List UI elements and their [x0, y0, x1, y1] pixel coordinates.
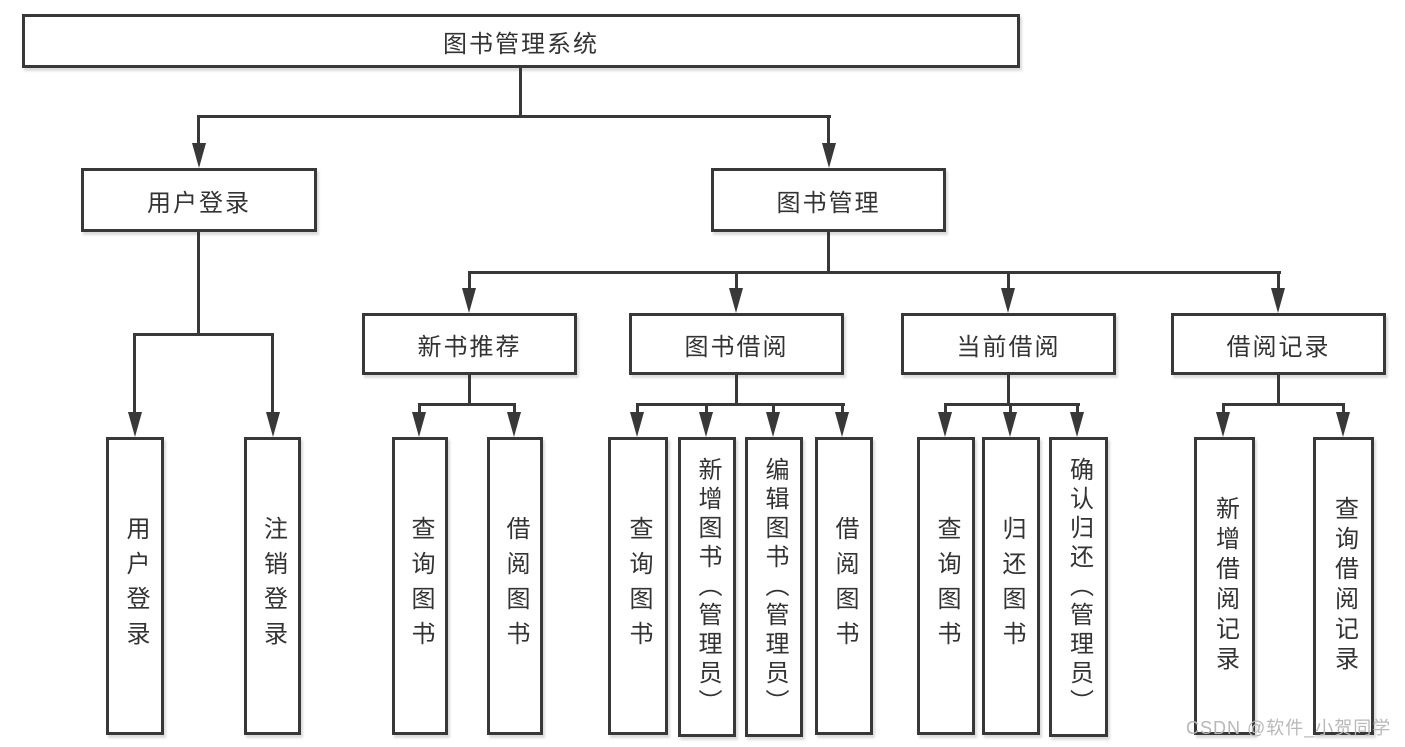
- connector-line: [513, 403, 516, 415]
- node-book-borrow: 图书借阅: [629, 313, 844, 375]
- connector-line: [944, 403, 947, 415]
- node-leaf-return-book: 归还图书: [982, 437, 1040, 735]
- arrow-down-icon: [766, 412, 780, 437]
- arrow-down-icon: [729, 288, 743, 313]
- node-current-borrow-label: 当前借阅: [956, 333, 1061, 361]
- node-borrow-records-label: 借阅记录: [1226, 333, 1331, 361]
- node-root: 图书管理系统: [22, 14, 1020, 68]
- connector-line: [468, 271, 1281, 274]
- node-leaf-add-record: 新增借阅记录: [1194, 437, 1255, 735]
- connector-line: [468, 375, 471, 405]
- node-current-borrow: 当前借阅: [901, 313, 1116, 375]
- node-user-login-label: 用户登录: [147, 189, 251, 217]
- watermark-text: CSDN @软件_小贺同学: [1186, 718, 1392, 738]
- connector-line: [418, 403, 421, 415]
- node-leaf-query-record: 查询借阅记录: [1313, 437, 1374, 735]
- arrow-down-icon: [938, 412, 952, 437]
- connector-line: [735, 271, 738, 291]
- connector-line: [827, 232, 830, 274]
- node-borrow-records: 借阅记录: [1171, 313, 1386, 375]
- node-book-borrow-label: 图书借阅: [684, 333, 789, 361]
- connector-line: [271, 333, 274, 412]
- connector-line: [197, 115, 200, 145]
- connector-line: [1007, 271, 1010, 291]
- node-root-label: 图书管理系统: [443, 30, 599, 58]
- arrow-down-icon: [1001, 288, 1015, 313]
- connector-line: [841, 403, 844, 415]
- connector-line: [1342, 403, 1345, 415]
- connector-line: [1009, 403, 1012, 415]
- connector-line: [636, 403, 639, 415]
- node-new-book-rec: 新书推荐: [362, 313, 577, 375]
- node-leaf-user-login: 用户登录: [106, 437, 164, 735]
- node-leaf-confirm-return: 确认归还（管理员）: [1049, 437, 1108, 737]
- connector-line: [1222, 403, 1345, 406]
- connector-line: [197, 232, 200, 336]
- arrow-down-icon: [699, 412, 713, 437]
- arrow-down-icon: [412, 412, 426, 437]
- arrow-down-icon: [1003, 412, 1017, 437]
- connector-line: [468, 271, 471, 291]
- connector-line: [772, 403, 775, 415]
- arrow-down-icon: [1070, 412, 1084, 437]
- arrow-down-icon: [462, 288, 476, 313]
- connector-line: [133, 333, 136, 412]
- node-new-book-rec-label: 新书推荐: [417, 333, 522, 361]
- connector-line: [1277, 271, 1280, 291]
- connector-line: [1222, 403, 1225, 415]
- connector-line: [1076, 403, 1079, 415]
- node-leaf-edit-book: 编辑图书（管理员）: [745, 437, 803, 737]
- arrow-down-icon: [128, 412, 142, 437]
- connector-line: [133, 333, 274, 336]
- connector-line: [418, 403, 516, 406]
- connector-line: [197, 115, 831, 118]
- node-user-login: 用户登录: [81, 168, 317, 232]
- connector-line: [636, 403, 845, 406]
- connector-line: [1277, 375, 1280, 405]
- node-book-mgmt-label: 图书管理: [776, 189, 881, 217]
- arrow-down-icon: [192, 143, 206, 168]
- connector-line: [519, 66, 522, 118]
- node-leaf-borrow-book-1: 借阅图书: [487, 437, 543, 735]
- arrow-down-icon: [266, 412, 280, 437]
- connector-line: [705, 403, 708, 415]
- node-leaf-query-book-2: 查询图书: [608, 437, 668, 735]
- arrow-down-icon: [835, 412, 849, 437]
- arrow-down-icon: [1271, 288, 1285, 313]
- arrow-down-icon: [1336, 412, 1350, 437]
- node-leaf-logout: 注销登录: [244, 437, 301, 735]
- node-leaf-borrow-book-2: 借阅图书: [815, 437, 873, 735]
- arrow-down-icon: [507, 412, 521, 437]
- node-book-mgmt: 图书管理: [711, 168, 946, 232]
- node-leaf-query-book-3: 查询图书: [917, 437, 975, 735]
- connector-line: [1007, 375, 1010, 405]
- connector-line: [827, 115, 830, 145]
- connector-line: [735, 375, 738, 405]
- arrow-down-icon: [822, 143, 836, 168]
- node-leaf-add-book: 新增图书（管理员）: [678, 437, 736, 737]
- arrow-down-icon: [1216, 412, 1230, 437]
- node-leaf-query-book-1: 查询图书: [392, 437, 448, 735]
- connector-line: [944, 403, 1080, 406]
- arrow-down-icon: [630, 412, 644, 437]
